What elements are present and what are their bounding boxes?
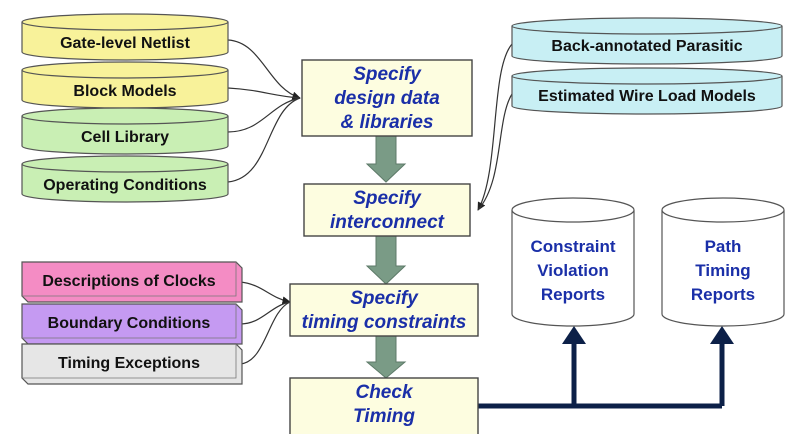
step-4-line-1: Check — [355, 382, 413, 403]
label-cell-library: Cell Library — [81, 129, 169, 146]
step-1-line-2: design data — [334, 88, 440, 109]
label-block-models: Block Models — [73, 83, 176, 100]
report-arrowhead-path — [710, 326, 734, 344]
report-2-line-1: Path — [705, 237, 742, 256]
connector-block-models — [227, 87, 301, 99]
connectors — [227, 39, 513, 365]
step-1-line-3: & libraries — [341, 112, 434, 133]
connector-netlist — [227, 39, 301, 100]
cylinder-back-annotated-parasitic: Back-annotated Parasitic — [511, 17, 783, 65]
step-2-line-1: Specify — [353, 188, 422, 209]
step-4-line-2: Timing — [353, 406, 415, 427]
connector-boundary — [239, 301, 291, 325]
label-gate-level-netlist: Gate-level Netlist — [60, 35, 191, 52]
label-boundary-conditions: Boundary Conditions — [48, 315, 211, 332]
step-1-box: Specify design data & libraries — [301, 59, 473, 137]
cylinder-cell-library: Cell Library — [21, 107, 229, 155]
connector-clocks — [239, 281, 291, 305]
report-1-line-3: Reports — [541, 285, 605, 304]
step-3-line-1: Specify — [350, 288, 419, 309]
step-3-line-2: timing constraints — [302, 312, 467, 333]
connector-operating-conditions — [227, 97, 301, 183]
connector-cell-library — [227, 97, 301, 133]
box-timing-exceptions: Timing Exceptions — [21, 343, 243, 385]
label-descriptions-of-clocks: Descriptions of Clocks — [42, 273, 215, 290]
report-1-line-2: Violation — [537, 261, 608, 280]
cylinder-estimated-wire-load-models: Estimated Wire Load Models — [511, 67, 783, 115]
report-1-line-1: Constraint — [531, 237, 616, 256]
cylinder-operating-conditions: Operating Conditions — [21, 155, 229, 203]
box-boundary-conditions: Boundary Conditions — [21, 303, 243, 345]
report-arrows — [476, 340, 725, 409]
cylinder-block-models: Block Models — [21, 61, 229, 109]
connector-parasitic — [477, 43, 513, 211]
connector-exceptions — [239, 301, 291, 365]
report-2-line-2: Timing — [695, 261, 750, 280]
flow-arrow-1 — [365, 135, 407, 183]
label-operating-conditions: Operating Conditions — [43, 177, 207, 194]
connector-wire-load — [477, 93, 513, 211]
report-2-line-3: Reports — [691, 285, 755, 304]
flow-arrow-3 — [365, 335, 407, 379]
label-back-annotated-parasitic: Back-annotated Parasitic — [551, 38, 742, 55]
step-3-box: Specify timing constraints — [289, 283, 479, 337]
flow-arrows — [365, 135, 407, 379]
label-timing-exceptions: Timing Exceptions — [58, 355, 200, 372]
step-2-box: Specify interconnect — [303, 183, 471, 237]
flow-arrow-2 — [365, 235, 407, 285]
box-descriptions-of-clocks: Descriptions of Clocks — [21, 261, 243, 303]
cylinder-gate-level-netlist: Gate-level Netlist — [21, 13, 229, 61]
report-outputs: ConstraintViolationReportsPathTimingRepo… — [511, 197, 785, 327]
report-arrow-path — [476, 340, 725, 409]
report-arrowhead-constraint — [562, 326, 586, 344]
label-estimated-wire-load-models: Estimated Wire Load Models — [538, 88, 756, 105]
step-1-line-1: Specify — [353, 64, 422, 85]
step-2-line-2: interconnect — [330, 212, 445, 233]
